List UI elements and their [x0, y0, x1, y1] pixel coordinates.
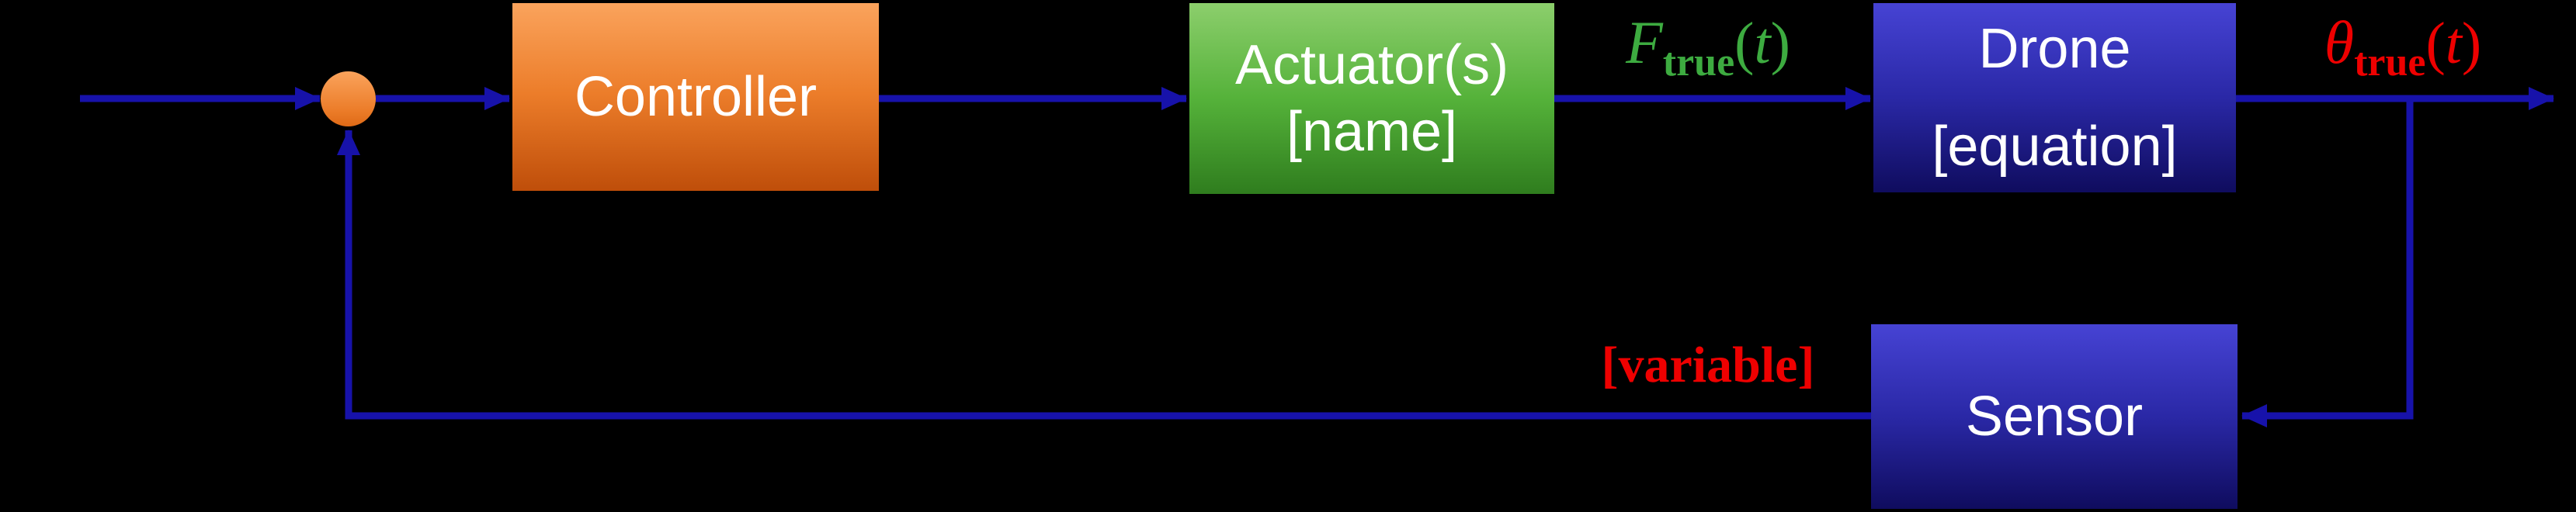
sensor-to-sum-feedback-arrow: [337, 130, 1871, 420]
theta-symbol: θ: [2324, 9, 2355, 76]
theta-paren-open: (: [2425, 11, 2446, 76]
force-subscript: true: [1662, 40, 1735, 85]
force-paren-close: ): [1770, 11, 1790, 76]
theta-time-variable: t: [2445, 11, 2462, 76]
sensor-block: Sensor: [1871, 324, 2238, 509]
force-signal-label: Ftrue(t): [1576, 9, 1840, 83]
output-branch-to-sensor-arrow: [2241, 99, 2414, 427]
force-symbol: F: [1626, 9, 1663, 76]
theta-paren-close: ): [2461, 11, 2482, 76]
drone-block: Drone [equation]: [1873, 3, 2236, 192]
theta-signal-label: θtrue(t): [2275, 9, 2531, 83]
controller-block: Controller: [512, 3, 879, 191]
force-paren-open: (: [1734, 11, 1755, 76]
actuator-label-line1: Actuator(s): [1234, 33, 1509, 96]
feedback-variable-label: [variable]: [1601, 337, 1815, 393]
sensor-label: Sensor: [1965, 385, 2144, 448]
actuator-block: Actuator(s) [name]: [1189, 3, 1554, 194]
summing-junction: [321, 71, 376, 126]
drone-label-line1: Drone: [1978, 17, 2131, 80]
drone-label-line2: [equation]: [1932, 116, 2178, 178]
force-time-variable: t: [1754, 11, 1771, 76]
theta-subscript: true: [2354, 40, 2426, 85]
controller-label: Controller: [574, 65, 818, 128]
actuator-label-line2: [name]: [1286, 101, 1458, 163]
